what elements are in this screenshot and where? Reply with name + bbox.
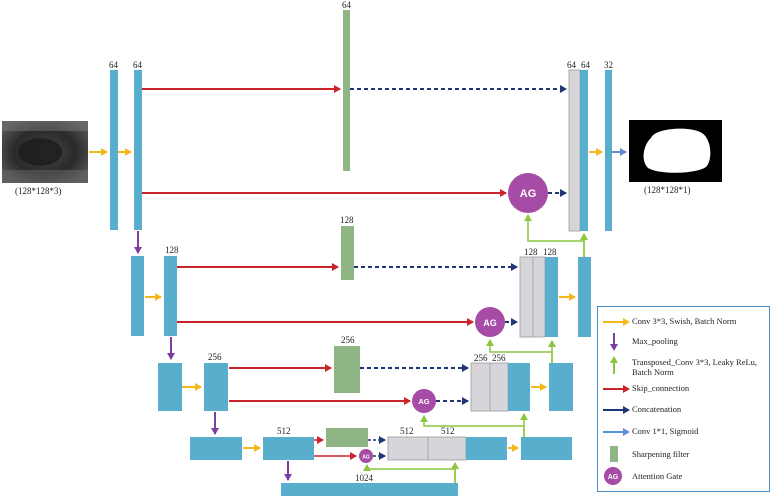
concat-block-2 <box>519 256 546 338</box>
label-enc2: 128 <box>165 245 179 255</box>
dec3-conv-a <box>508 363 530 411</box>
sharpen-filter-2 <box>341 226 354 280</box>
dec3-conv-b <box>549 363 573 411</box>
output-mask <box>629 120 722 182</box>
enc1-conv-b <box>134 70 142 230</box>
concat-block-4 <box>387 436 467 461</box>
svg-text:AG: AG <box>608 474 619 481</box>
svg-text:AG: AG <box>362 455 370 461</box>
label-enc4: 512 <box>277 426 291 436</box>
navy-arrow-icon <box>603 406 630 414</box>
label-dec2a: 128 <box>524 247 538 257</box>
label-dec3a: 256 <box>474 353 488 363</box>
out-conv <box>605 70 612 231</box>
enc4-conv-a <box>190 437 242 460</box>
input-image <box>2 121 88 183</box>
purple-circle-icon: AG <box>604 467 622 485</box>
label-bottleneck: 1024 <box>355 473 373 483</box>
label-dec3b: 256 <box>492 353 506 363</box>
dec4-conv-a <box>466 437 507 460</box>
svg-text:AG: AG <box>520 188 537 200</box>
label-sharp3: 256 <box>341 335 355 345</box>
label-dec4b: 512 <box>441 426 455 436</box>
svg-text:AG: AG <box>483 318 497 328</box>
orange-arrow-icon <box>603 318 630 326</box>
enc4-conv-b <box>263 437 314 460</box>
blue-arrow-icon <box>603 428 630 436</box>
label-enc3: 256 <box>208 352 222 362</box>
legend-text-concat: Concatenation <box>632 404 682 414</box>
legend: Conv 3*3, Swish, Batch Norm Max_pooling … <box>597 306 770 492</box>
legend-text-attention: Attention Gate <box>632 471 683 481</box>
dec4-conv-b <box>521 437 572 460</box>
enc3-conv-a <box>158 363 182 411</box>
svg-text:AG: AG <box>418 397 429 406</box>
enc1-conv-a <box>110 70 118 230</box>
input-caption: (128*128*3) <box>15 186 62 196</box>
label-sharp1: 64 <box>342 0 351 10</box>
label-dec1b: 64 <box>581 60 590 70</box>
red-arrow-icon <box>603 385 630 393</box>
label-dec2b: 128 <box>543 247 557 257</box>
label-dec4a: 512 <box>400 426 414 436</box>
legend-text-final: Conv 1*1, Sigmoid <box>632 426 699 436</box>
legend-text-sharpen: Sharpening filter <box>632 449 690 459</box>
dec1-conv-a <box>580 70 588 231</box>
sharpen-filter-1 <box>343 10 350 171</box>
attention-gate-2 <box>475 307 505 337</box>
attention-gate-4 <box>359 449 373 463</box>
green-arrow-icon <box>610 356 618 374</box>
attention-gate-1 <box>508 173 548 213</box>
concat-block-3 <box>470 362 509 412</box>
label-dec1a: 64 <box>567 60 576 70</box>
label-enc1a: 64 <box>109 60 118 70</box>
dec2-conv-a <box>545 257 558 337</box>
attention-gate-3 <box>412 389 436 413</box>
legend-text-skip: Skip_connection <box>632 383 690 393</box>
label-sharp2: 128 <box>340 215 354 225</box>
sharpen-filter-3 <box>334 346 360 393</box>
purple-arrow-icon <box>610 333 618 351</box>
output-caption: (128*128*1) <box>644 185 691 195</box>
label-out: 32 <box>604 60 613 70</box>
sharpen-filter-4 <box>326 428 368 447</box>
concat-block-1 <box>568 69 581 232</box>
label-enc1b: 64 <box>133 60 142 70</box>
enc3-conv-b <box>204 363 228 411</box>
enc2-conv-b <box>164 256 177 336</box>
dec2-conv-b <box>578 257 591 337</box>
legend-text-conv: Conv 3*3, Swish, Batch Norm <box>632 316 737 326</box>
enc2-conv-a <box>131 256 144 336</box>
bottleneck-block <box>281 483 458 496</box>
green-box-icon <box>610 446 618 462</box>
legend-text-pool: Max_pooling <box>632 336 678 346</box>
legend-text-upconv: Transposed_Conv 3*3, Leaky ReLu, Batch N… <box>632 357 758 377</box>
